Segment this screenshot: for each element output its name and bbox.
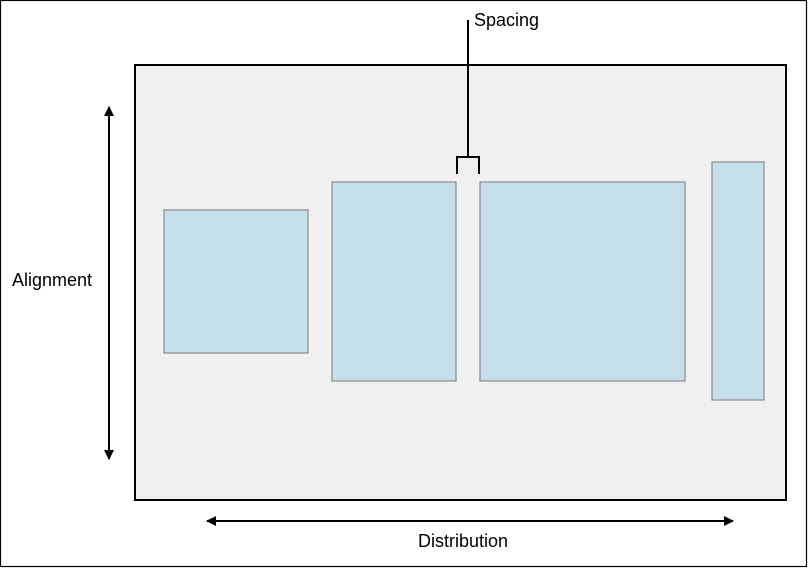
arranged-view-3 [479, 181, 686, 382]
alignment-label: Alignment [12, 270, 92, 290]
arranged-view-2 [331, 181, 457, 382]
spacing-label: Spacing [474, 10, 539, 30]
distribution-label: Distribution [418, 531, 508, 551]
arranged-view-1 [163, 209, 309, 354]
arranged-view-4 [711, 161, 765, 401]
